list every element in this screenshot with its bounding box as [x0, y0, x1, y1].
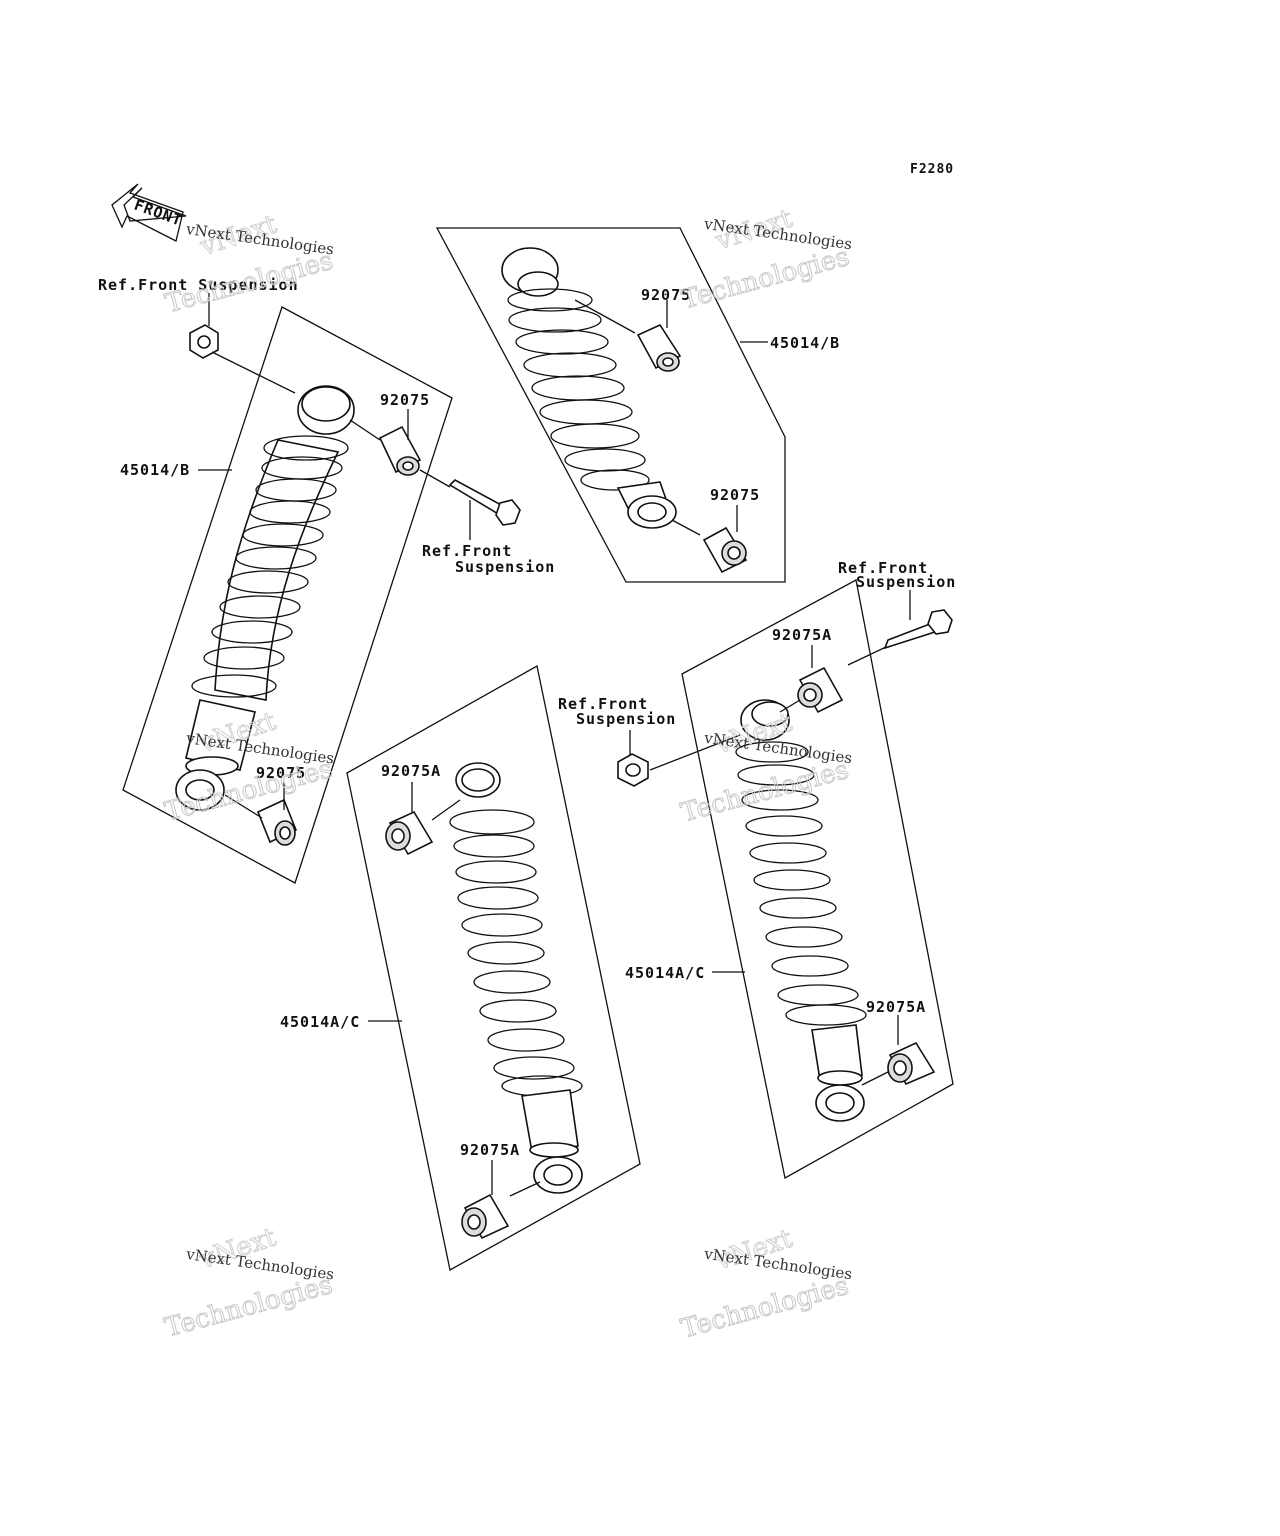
watermark-1: vNext vNext Technologies Technologies [162, 209, 337, 320]
bushing-right-top-label: 92075A [772, 626, 832, 644]
shock-absorber-middle [346, 664, 641, 1271]
ref-front-left-bolt-line1: Ref.Front [422, 542, 512, 560]
bushing-left-top [349, 409, 422, 476]
bushing-left-top-label: 92075 [380, 391, 430, 409]
bushing-right-top [779, 645, 844, 714]
nut-right [617, 730, 741, 787]
shock-middle-assy-label: 45014A/C [280, 1013, 360, 1031]
shock-left-assy-label: 45014/B [120, 461, 190, 479]
svg-text:Technologies: Technologies [678, 242, 852, 316]
bushing-middle-top [385, 782, 461, 856]
bushing-right-bottom [861, 1015, 936, 1086]
shock-absorber-upper [435, 227, 786, 583]
bushing-right-bottom-label: 92075A [866, 998, 926, 1016]
watermark-5: vNext vNext Technologies Technologies [161, 1222, 336, 1344]
bushing-upper-top [574, 299, 682, 372]
bushing-upper-bottom-label: 92075 [710, 486, 760, 504]
bushing-middle-bottom [461, 1160, 541, 1240]
bushing-upper-bottom [702, 505, 748, 574]
svg-text:Technologies: Technologies [162, 246, 336, 320]
ref-front-right-bolt-line1: Ref.Front [838, 559, 928, 577]
nut-left [189, 293, 296, 394]
watermark-6: vNext vNext Technologies Technologies [677, 1223, 853, 1345]
ref-front-suspension-label: Ref.Front Suspension [98, 276, 299, 294]
shock-right-assy-label: 45014A/C [625, 964, 705, 982]
watermark-4: vNext vNext Technologies Technologies [677, 707, 853, 829]
watermark-2: vNext vNext Technologies Technologies [678, 203, 853, 316]
ref-front-right-nut-line1: Ref.Front [558, 695, 648, 713]
ref-front-right-bolt-line2: Suspension [856, 573, 956, 591]
bushing-left-bottom-label: 92075 [256, 764, 306, 782]
shock-absorber-left [122, 306, 453, 884]
front-arrow-icon: FRONT [111, 183, 187, 242]
figure-code: F2280 [910, 162, 954, 177]
ref-front-left-bolt-line2: Suspension [455, 558, 555, 576]
bolt-left [419, 469, 521, 540]
svg-text:Technologies: Technologies [162, 1270, 336, 1344]
bolt-right [847, 590, 953, 666]
front-arrow-label: FRONT [132, 196, 185, 230]
shock-upper-assy-label: 45014/B [770, 334, 840, 352]
bushing-middle-bottom-label: 92075A [460, 1141, 520, 1159]
bushing-middle-top-label: 92075A [381, 762, 441, 780]
shock-absorber-right [681, 579, 954, 1180]
svg-text:Technologies: Technologies [678, 1271, 852, 1345]
ref-front-right-nut-line2: Suspension [576, 710, 676, 728]
bushing-upper-top-label: 92075 [641, 286, 691, 304]
